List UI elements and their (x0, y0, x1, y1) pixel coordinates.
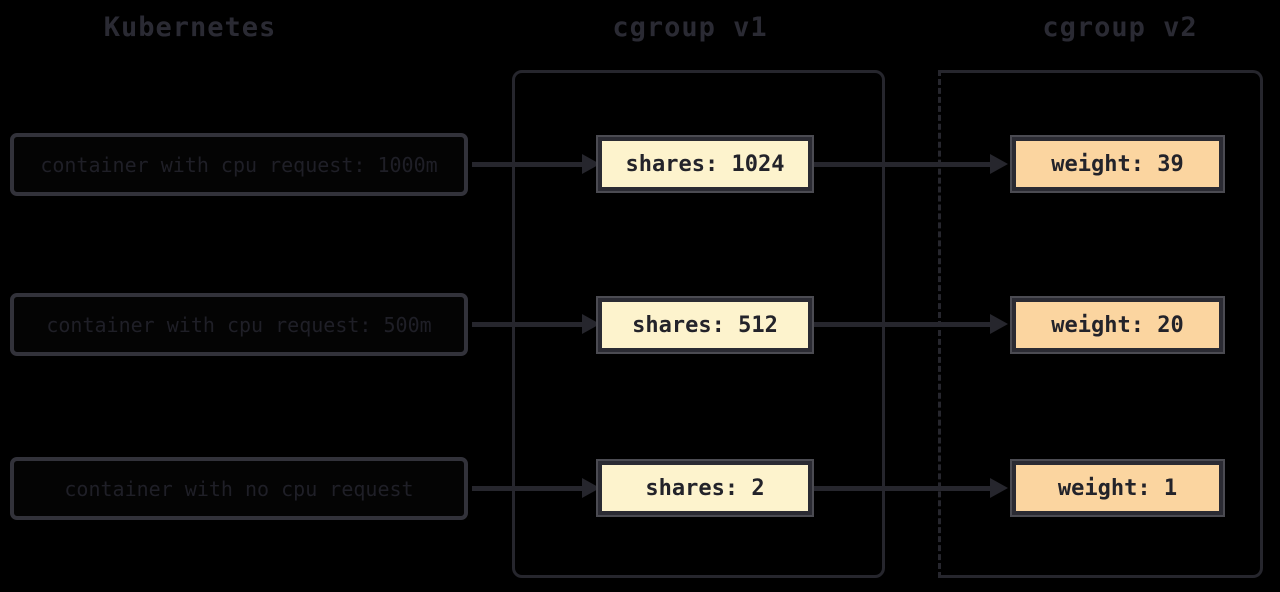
weight-box-3: weight: 1 (1010, 459, 1225, 517)
k8s-request-label-1: container with cpu request: 1000m (40, 152, 438, 177)
shares-value-3: shares: 2 (645, 475, 765, 501)
k8s-request-box-3: container with no cpu request (10, 457, 468, 520)
weight-value-1: weight: 39 (1051, 151, 1184, 177)
shares-box-1: shares: 1024 (596, 135, 814, 193)
k8s-request-label-3: container with no cpu request (64, 476, 414, 501)
weight-value-3: weight: 1 (1057, 475, 1178, 501)
k8s-request-label-2: container with cpu request: 500m (46, 312, 432, 337)
weight-box-1: weight: 39 (1010, 135, 1225, 193)
k8s-request-box-2: container with cpu request: 500m (10, 293, 468, 356)
shares-box-3: shares: 2 (596, 459, 814, 517)
shares-value-2: shares: 512 (632, 312, 778, 338)
header-kubernetes: Kubernetes (103, 12, 277, 43)
header-cgroup-v1: cgroup v1 (612, 12, 768, 43)
weight-box-2: weight: 20 (1010, 296, 1225, 354)
k8s-request-box-1: container with cpu request: 1000m (10, 133, 468, 196)
shares-value-1: shares: 1024 (625, 151, 785, 177)
header-cgroup-v2: cgroup v2 (1042, 12, 1198, 43)
shares-box-2: shares: 512 (596, 296, 814, 354)
weight-value-2: weight: 20 (1051, 312, 1184, 338)
